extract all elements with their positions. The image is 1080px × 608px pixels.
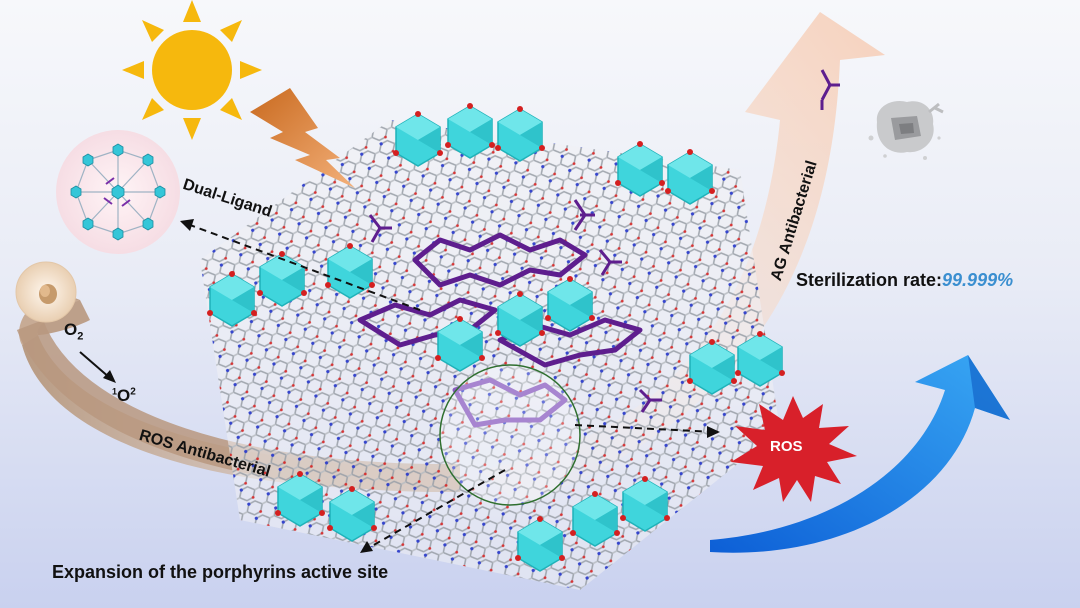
expansion-pointer	[364, 469, 506, 551]
expansion-label: Expansion of the porphyrins active site	[52, 562, 389, 582]
oxygen-label: O2	[64, 320, 83, 342]
sterilization-rate-label: Sterilization rate:	[796, 270, 943, 290]
oxygen-subscript: 2	[77, 330, 84, 343]
sterilization-rate: Sterilization rate:99.999%	[796, 270, 1013, 291]
sterilization-rate-value: 99.999%	[942, 270, 1014, 290]
singlet-superscript: 1	[112, 386, 118, 397]
bacterium-icon	[868, 100, 944, 160]
ros-arrowhead	[707, 426, 720, 438]
ligand-network-icon	[56, 130, 180, 254]
active-site-highlight	[439, 364, 581, 506]
porphyrin-ligands	[357, 69, 840, 428]
singlet-oxygen-label: 1O2	[112, 386, 136, 406]
singlet-subscript: 2	[130, 386, 136, 398]
cell-icon	[15, 261, 77, 323]
lightning-icon	[250, 88, 355, 188]
oxygen-conversion-arrow	[79, 351, 116, 383]
ros-burst-icon	[731, 396, 857, 502]
oxygen-symbol: O	[64, 320, 78, 339]
expansion-arrowhead	[360, 541, 373, 553]
ros-burst-label: ROS	[770, 438, 803, 455]
mof-framework	[200, 69, 840, 590]
blue-increase-arrow	[710, 355, 1010, 553]
sun-icon	[122, 0, 262, 140]
dual-ligand-arrowhead	[180, 219, 194, 231]
dual-ligand-pointer	[181, 221, 421, 311]
singlet-symbol: O	[117, 386, 131, 405]
ag-antibacterial-arrow	[480, 12, 885, 505]
